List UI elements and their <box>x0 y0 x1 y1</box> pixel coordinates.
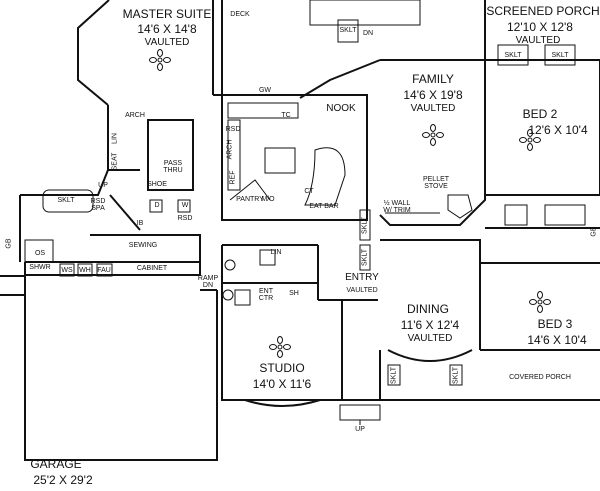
label-os: OS <box>34 250 46 257</box>
label-rsd: RSD <box>177 215 193 222</box>
label-lin: LIN <box>270 249 282 256</box>
label-fau: FAU <box>97 267 111 274</box>
label-skylight: SKLT <box>361 217 369 234</box>
room-name-bed2: BED 2 <box>522 107 558 121</box>
label-cabinet: CABINET <box>136 265 168 272</box>
room-name-family: FAMILY <box>412 72 454 86</box>
label-up: UP <box>355 426 365 433</box>
label-arch: ARCH <box>125 112 145 119</box>
label-gw: GW <box>258 87 272 94</box>
label-seat: SEAT <box>111 152 119 171</box>
label-skylight: SKLT <box>57 197 75 204</box>
room-name-master-suite: MASTER SUITE <box>122 7 212 21</box>
label-up: UP <box>98 182 108 189</box>
label-ent-ctr: ENT CTR <box>258 288 274 302</box>
room-name-studio: STUDIO <box>259 361 305 375</box>
label-skylight: SKLT <box>339 27 357 34</box>
room-dims-family: 14'6 X 19'8 <box>403 88 463 102</box>
label-ref: REF <box>229 170 237 185</box>
label-covered-porch: COVERED PORCH <box>509 374 571 381</box>
label-half-wall: ½ WALL W/ TRIM <box>383 200 411 214</box>
room-dims-bed3: 14'6 X 10'4 <box>527 333 587 347</box>
room-note-dining: VAULTED <box>407 333 453 344</box>
label-skylight: SKLT <box>390 367 398 384</box>
room-note-master-suite: VAULTED <box>144 37 190 48</box>
room-dims-master-suite: 14'6 X 14'8 <box>137 22 197 36</box>
label-shwr: SHWR <box>29 264 51 271</box>
label-eat-bar: EAT BAR <box>309 203 339 210</box>
label-skylight: SKLT <box>551 52 569 59</box>
ceiling-fan-icon <box>529 291 551 313</box>
label-nook: NOOK <box>326 103 356 114</box>
label-pellet-stove: PELLET STOVE <box>422 176 450 190</box>
label-rsd: RSD <box>225 126 241 133</box>
label-skylight: SKLT <box>504 52 522 59</box>
label-sh: SH <box>289 290 299 297</box>
room-name-entry: ENTRY <box>345 272 379 283</box>
label-tc: TC <box>281 112 291 119</box>
label-dryer: D <box>154 202 160 209</box>
label-shoe: SHOE <box>147 181 167 188</box>
label-ct: CT <box>304 188 314 195</box>
label-pass-thru: PASS THRU <box>163 160 183 174</box>
label-ws: WS <box>61 267 73 274</box>
label-lin: LIN <box>111 133 119 144</box>
label-arch: ARCH <box>226 139 234 160</box>
label-sewing: SEWING <box>128 242 158 249</box>
label-washer: W <box>181 202 189 209</box>
ceiling-fan-icon <box>422 124 444 146</box>
label-wh: WH <box>79 267 91 274</box>
label-pantry: PANTRY <box>236 196 264 203</box>
ceiling-fan-icon <box>149 49 171 71</box>
label-rsd-spa: RSD SPA <box>90 198 106 212</box>
room-dims-screened-porch: 12'10 X 12'8 <box>507 20 573 34</box>
room-name-dining: DINING <box>407 302 449 316</box>
room-note-entry: VAULTED <box>346 287 378 294</box>
label-gb: GB <box>5 238 13 249</box>
room-note-family: VAULTED <box>410 103 456 114</box>
room-name-bed3: BED 3 <box>537 317 573 331</box>
label-deck: DECK <box>230 11 250 18</box>
label-skylight: SKLT <box>452 367 460 384</box>
label-mo: M/O <box>261 196 275 203</box>
room-dims-studio: 14'0 X 11'6 <box>252 377 312 391</box>
room-dims-dining: 11'6 X 12'4 <box>400 318 460 332</box>
room-note-screened-porch: VAULTED <box>515 35 561 46</box>
label-ib: IB <box>136 220 144 227</box>
label-gb: GB <box>590 226 598 237</box>
ceiling-fan-icon <box>269 336 291 358</box>
ceiling-fan-icon <box>519 129 541 151</box>
room-dims-garage: 25'2 X 29'2 <box>33 473 93 487</box>
label-skylight: SKLT <box>361 249 369 266</box>
room-dims-bed2: 12'6 X 10'4 <box>528 123 588 137</box>
label-dn: DN <box>362 30 374 37</box>
room-name-garage: GARAGE <box>30 457 82 471</box>
room-name-screened-porch: SCREENED PORCH <box>486 4 600 18</box>
label-ramp-dn: RAMP DN <box>197 275 219 289</box>
